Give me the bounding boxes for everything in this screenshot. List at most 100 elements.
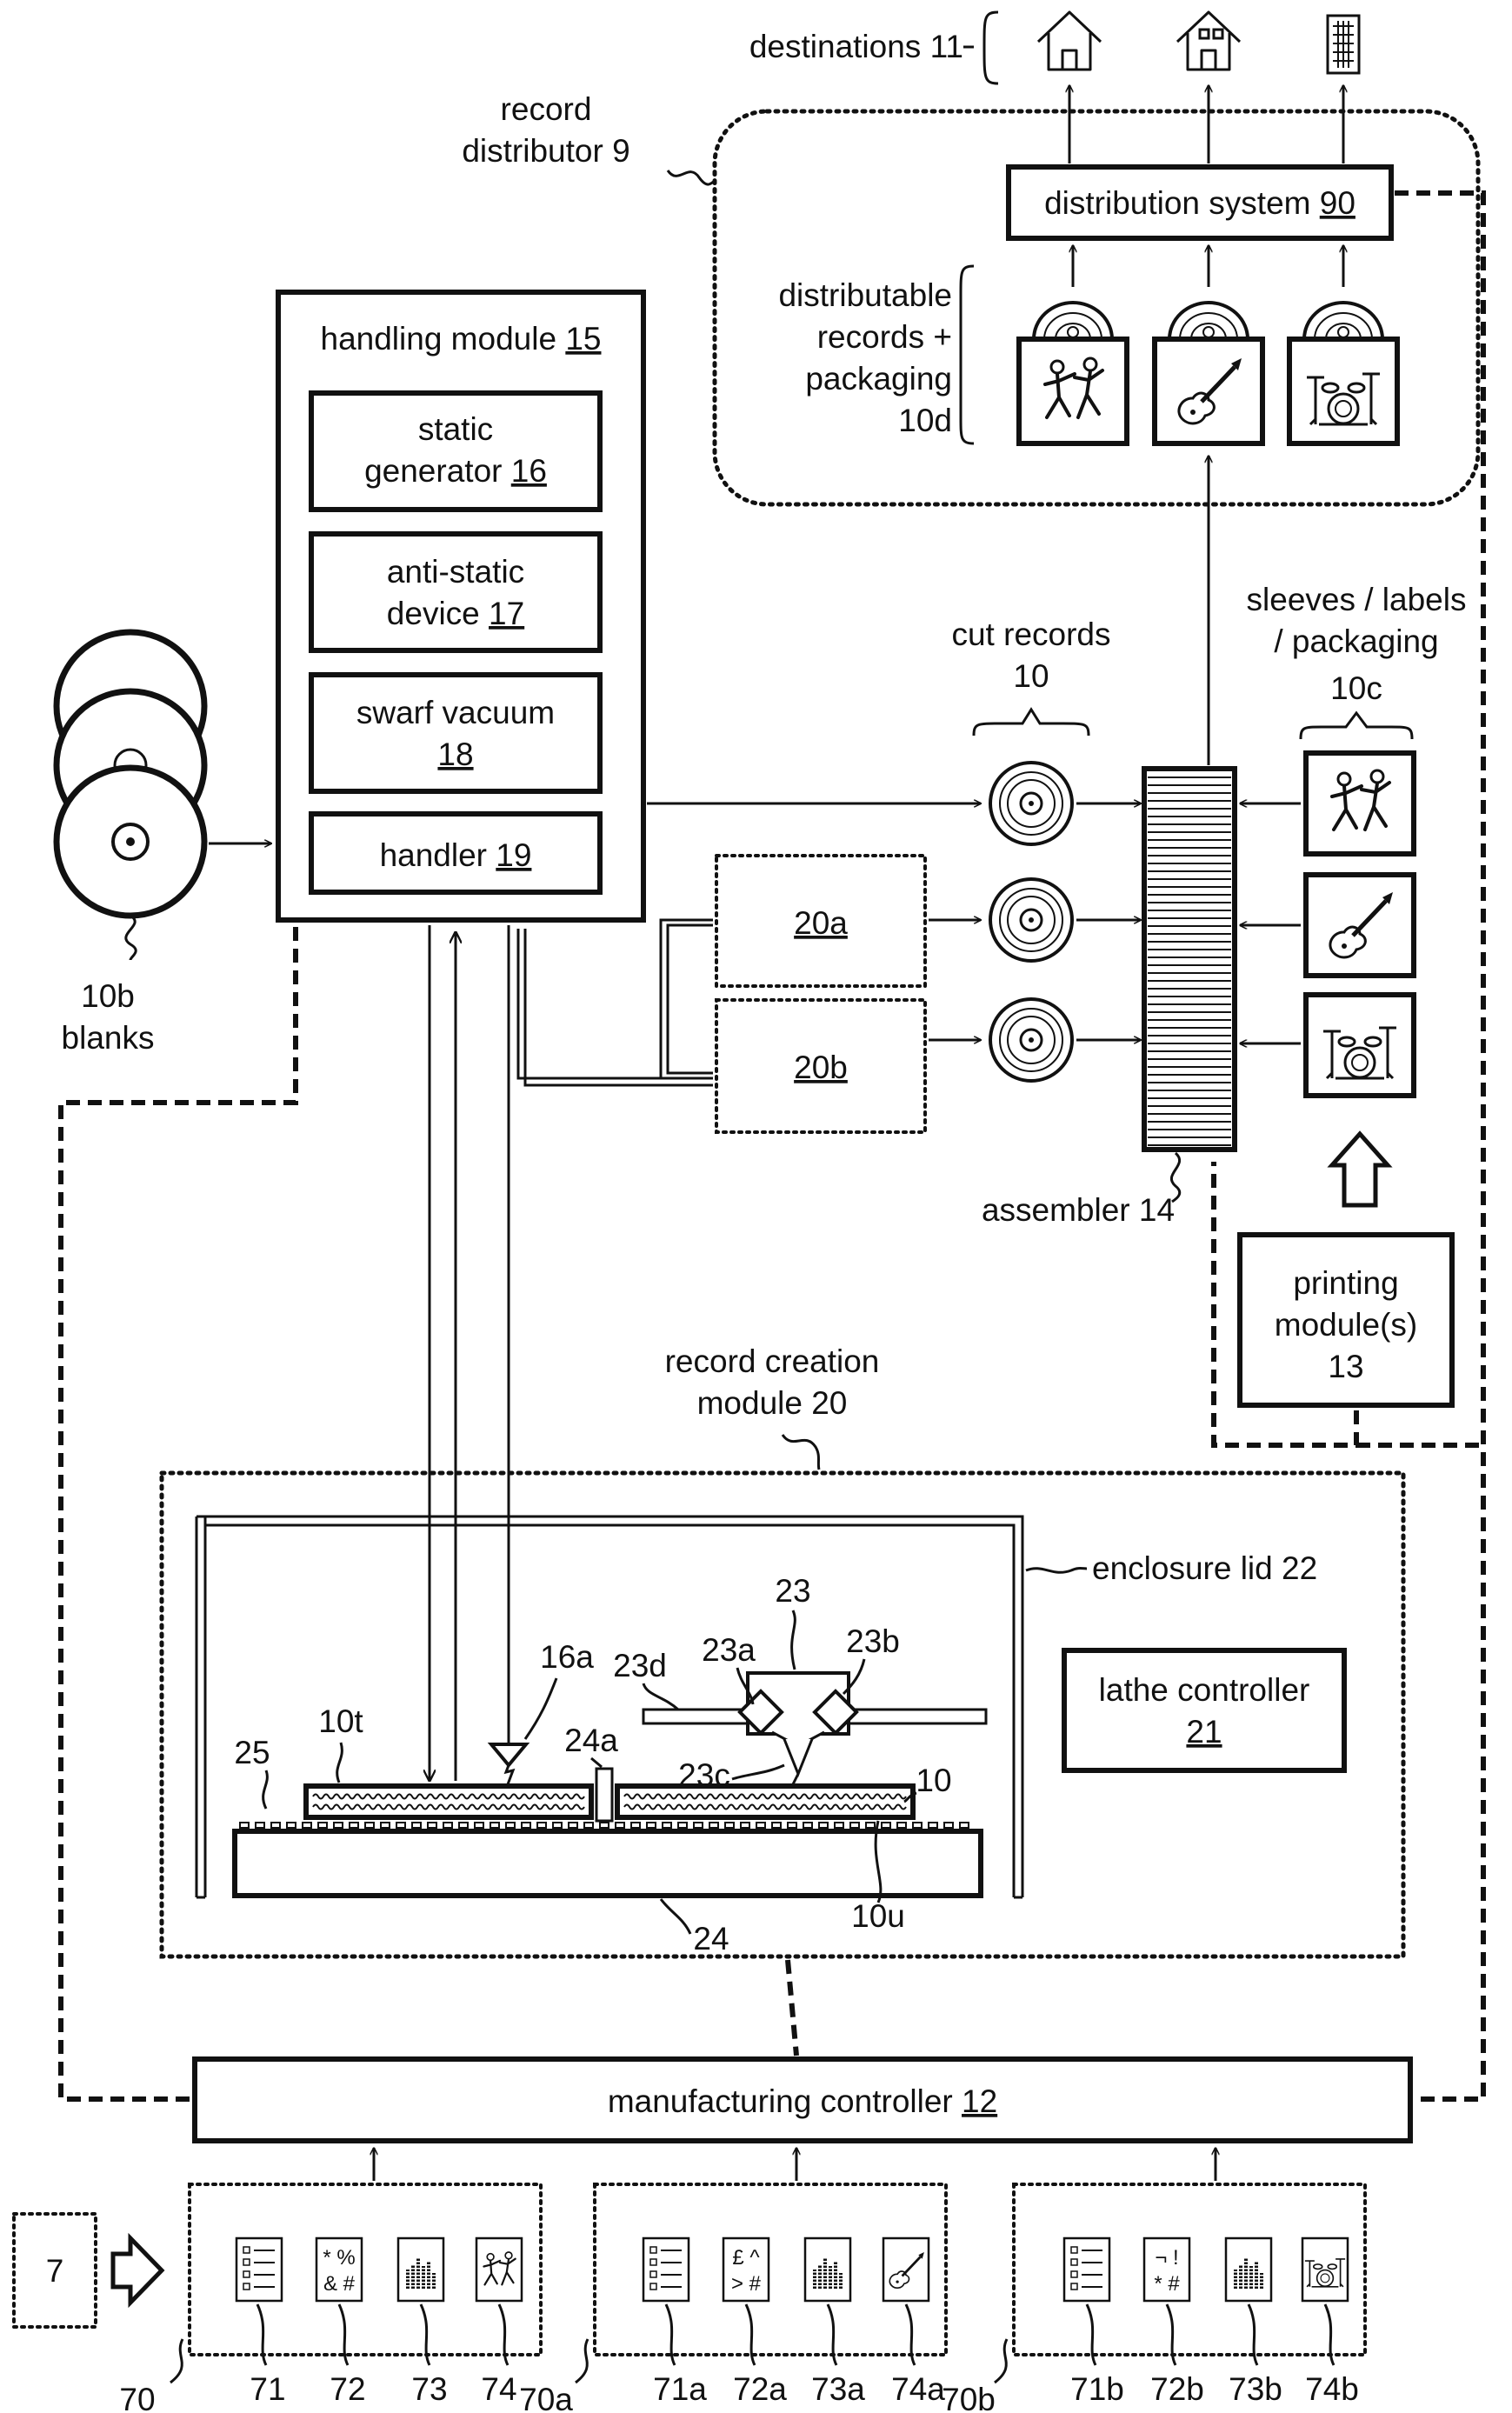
record-distributor-label-2: distributor 9 bbox=[462, 133, 629, 169]
distributable-records-packaging: distributable records + packaging 10d bbox=[778, 245, 1397, 443]
swarf-vacuum-number: 18 bbox=[437, 737, 473, 772]
printing-label-3: 13 bbox=[1328, 1349, 1363, 1384]
static-generator-tip bbox=[491, 925, 526, 1784]
symbols-72b-line1: ¬ ! bbox=[1155, 2246, 1178, 2270]
manufacturing-controller-label: manufacturing controller bbox=[608, 2083, 953, 2119]
block-arrow-icon bbox=[1332, 1134, 1388, 1205]
input-group-70a: £ ^ > # 70a 71a 72a 73a 74a bbox=[519, 2148, 946, 2413]
dancers-icon bbox=[476, 2238, 522, 2301]
symbols-72a-line2: > # bbox=[731, 2272, 762, 2296]
ref-73: 73 bbox=[411, 2371, 447, 2407]
record-distributor-label-1: record bbox=[501, 91, 592, 127]
lathe-controller-label-2: 21 bbox=[1186, 1714, 1222, 1750]
blanks-label-2: blanks bbox=[62, 1020, 155, 1056]
distributable-label-2: records + bbox=[817, 319, 952, 355]
ref-25: 25 bbox=[234, 1735, 270, 1770]
module-20a-label: 20a bbox=[794, 905, 848, 941]
ref-70b: 70b bbox=[942, 2382, 996, 2413]
symbols-72b-line2: * # bbox=[1154, 2272, 1180, 2296]
ref-73a: 73a bbox=[811, 2371, 865, 2407]
manufacturing-controller: manufacturing controller 12 bbox=[195, 2059, 1410, 2141]
printing-label-2: module(s) bbox=[1275, 1307, 1418, 1343]
office-building-icon bbox=[1328, 16, 1359, 73]
vinyl-record-icon bbox=[57, 632, 204, 916]
swarf-vacuum-label: swarf vacuum bbox=[356, 695, 555, 730]
vinyl-record-icon bbox=[990, 763, 1072, 844]
record-creation-label-1: record creation bbox=[665, 1343, 880, 1379]
handling-module-label: handling module bbox=[321, 321, 557, 357]
drum-kit-icon bbox=[1302, 2238, 1348, 2301]
checklist-icon bbox=[236, 2238, 282, 2301]
vinyl-record-icon bbox=[990, 999, 1072, 1081]
ref-73b: 73b bbox=[1229, 2371, 1282, 2407]
distributable-label-1: distributable bbox=[778, 277, 952, 313]
symbols-72a-line1: £ ^ bbox=[732, 2246, 760, 2270]
lathe-controller-label-1: lathe controller bbox=[1099, 1672, 1310, 1708]
ref-23a: 23a bbox=[702, 1632, 756, 1668]
ref-72: 72 bbox=[330, 2371, 365, 2407]
ref-74a: 74a bbox=[891, 2371, 945, 2407]
ref-10t: 10t bbox=[318, 1703, 363, 1739]
cut-records-label-1: cut records bbox=[951, 617, 1110, 652]
dancers-icon bbox=[1306, 753, 1414, 854]
distributable-label-3: packaging bbox=[805, 361, 952, 397]
svg-text:distribution system 90: distribution system 90 bbox=[1044, 185, 1355, 221]
symbols-72-line1: * % bbox=[323, 2246, 355, 2270]
house-icon bbox=[1038, 12, 1101, 70]
guitar-icon bbox=[883, 2238, 929, 2301]
checklist-icon bbox=[643, 2238, 689, 2301]
svg-text:handler 19: handler 19 bbox=[380, 837, 532, 873]
ref-10: 10 bbox=[916, 1763, 951, 1798]
cut-records-label-2: 10 bbox=[1013, 658, 1049, 694]
anti-static-number: 17 bbox=[489, 596, 524, 631]
dancers-icon bbox=[1019, 339, 1127, 443]
distributable-label-4: 10d bbox=[898, 403, 952, 438]
symbols-card: £ ^ > # bbox=[723, 2238, 769, 2301]
drum-kit-icon bbox=[1306, 995, 1414, 1096]
ref-72a: 72a bbox=[733, 2371, 787, 2407]
printing-modules: printing module(s) 13 bbox=[1240, 1134, 1452, 1405]
record-creation-label-2: module 20 bbox=[697, 1385, 848, 1421]
sleeves-label-2: / packaging bbox=[1274, 623, 1438, 659]
swarf-vacuum-box bbox=[311, 675, 600, 791]
spindle bbox=[596, 1769, 612, 1821]
vinyl-record-icon bbox=[1304, 303, 1382, 339]
sleeves-label-1: sleeves / labels bbox=[1247, 582, 1467, 617]
printing-label-1: printing bbox=[1293, 1265, 1398, 1301]
ref-23b: 23b bbox=[846, 1623, 900, 1659]
vinyl-record-icon bbox=[1034, 303, 1112, 339]
drum-kit-icon bbox=[1289, 339, 1397, 443]
distribution-system-number: 90 bbox=[1320, 185, 1355, 221]
ref-7: 7 bbox=[46, 2253, 64, 2289]
ref-70: 70 bbox=[119, 2382, 155, 2413]
manufacturing-controller-number: 12 bbox=[962, 2083, 997, 2119]
anti-static-label-1: anti-static bbox=[387, 554, 524, 590]
ref-71a: 71a bbox=[653, 2371, 707, 2407]
ref-71b: 71b bbox=[1070, 2371, 1124, 2407]
record-10 bbox=[617, 1786, 913, 1817]
ref-72b: 72b bbox=[1150, 2371, 1204, 2407]
ref-74: 74 bbox=[481, 2371, 516, 2407]
distribution-system: distribution system 90 bbox=[1009, 85, 1391, 238]
handler-label: handler bbox=[380, 837, 487, 873]
lathe-controller: lathe controller 21 bbox=[1064, 1650, 1344, 1770]
blanks-label-1: 10b bbox=[81, 978, 135, 1014]
checklist-icon bbox=[1064, 2238, 1109, 2301]
sleeves-labels-packaging: sleeves / labels / packaging 10c bbox=[1240, 582, 1466, 1096]
svg-text:handling module 15: handling module 15 bbox=[321, 321, 602, 357]
platter bbox=[235, 1769, 981, 1896]
block-arrow-icon bbox=[113, 2238, 162, 2303]
blanks: 10b blanks bbox=[57, 632, 271, 1056]
ref-23d: 23d bbox=[613, 1648, 667, 1683]
sleeves-label-3: 10c bbox=[1330, 670, 1382, 706]
ref-16a: 16a bbox=[540, 1639, 594, 1675]
static-generator-number: 16 bbox=[511, 453, 547, 489]
anti-static-label-2: device bbox=[387, 596, 480, 631]
enclosure-lid-label: enclosure lid 22 bbox=[1092, 1550, 1317, 1586]
destinations-label: destinations 11 bbox=[749, 29, 963, 64]
ref-70a: 70a bbox=[519, 2382, 573, 2413]
svg-text:generator 16: generator 16 bbox=[364, 453, 547, 489]
ref-74b: 74b bbox=[1305, 2371, 1359, 2407]
assembler-label: assembler 14 bbox=[982, 1192, 1175, 1228]
